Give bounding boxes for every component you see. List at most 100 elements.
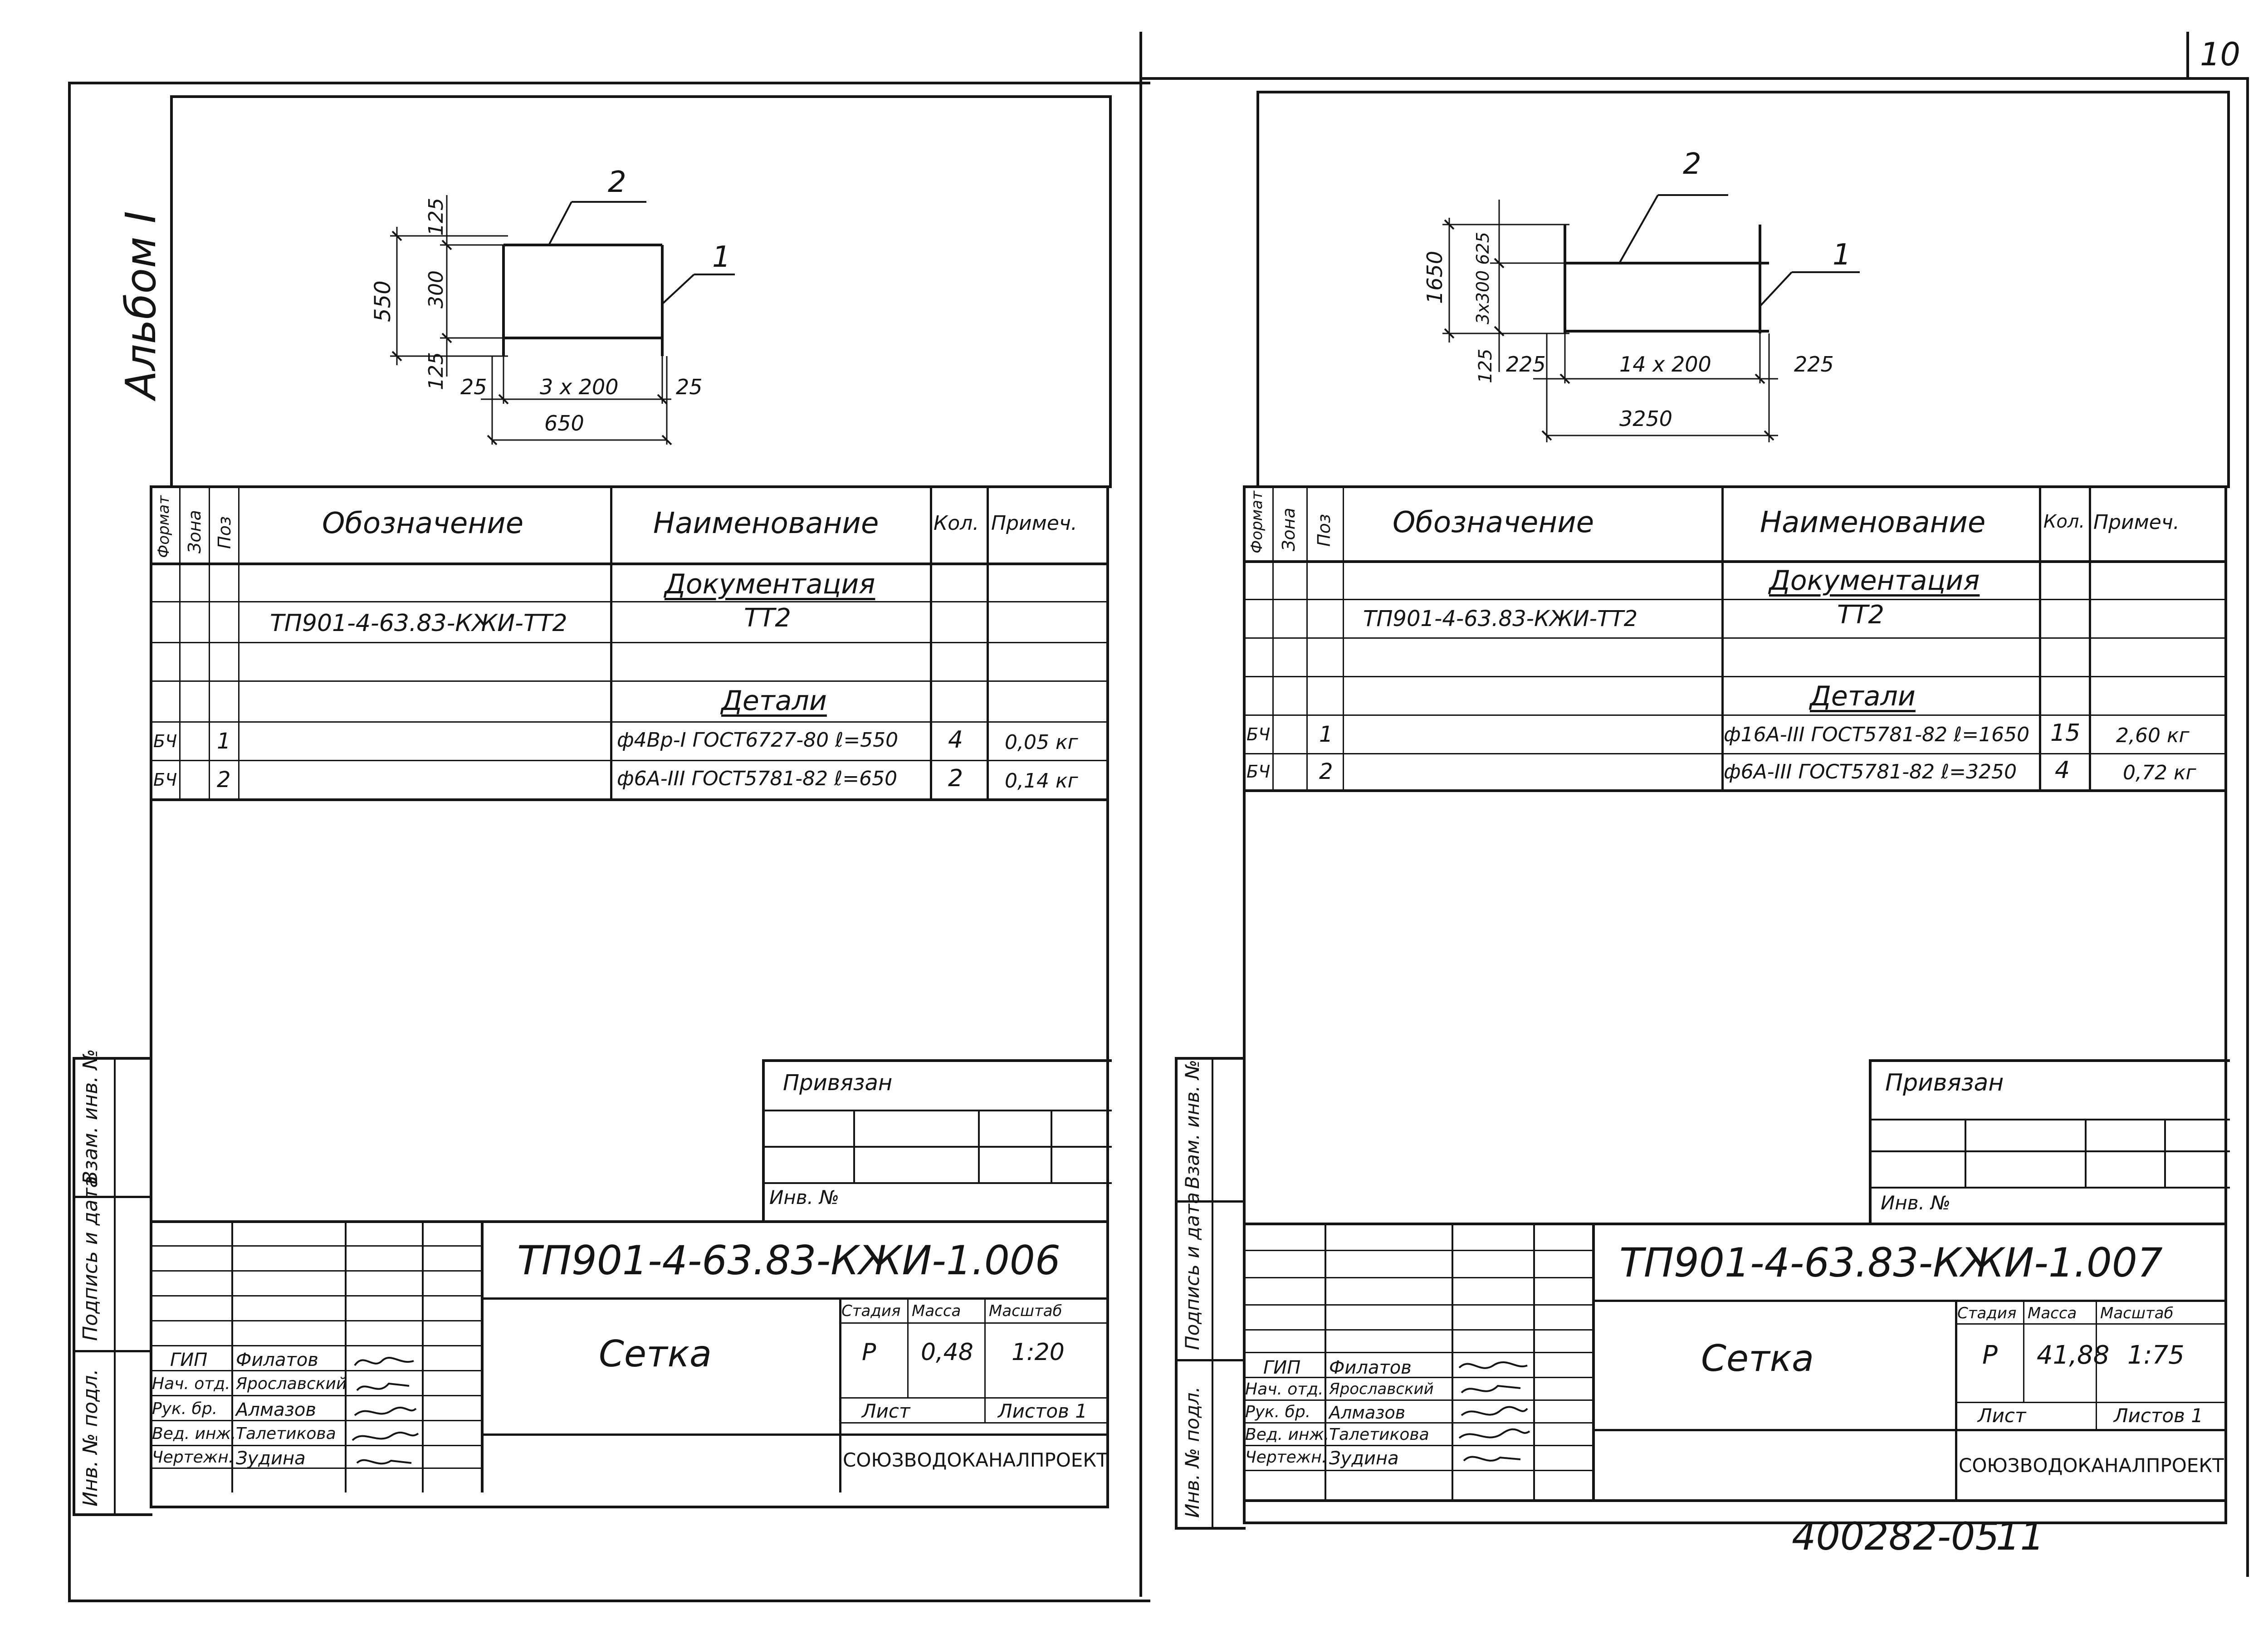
role-cherch-right: Чертежн. bbox=[1245, 1448, 1327, 1467]
side-inv: Инв. № подл. bbox=[79, 1369, 102, 1507]
dim-w-left: 25 bbox=[460, 375, 487, 399]
role-ved-right: Вед. инж. bbox=[1245, 1425, 1330, 1444]
row1-format: БЧ bbox=[153, 731, 177, 751]
inv-label-right: Инв. № bbox=[1881, 1192, 1951, 1214]
header-pos-right: Поз bbox=[1314, 514, 1334, 547]
dim-w-mid-right: 14 x 200 bbox=[1619, 352, 1711, 377]
role-nach: Нач. отд. bbox=[152, 1375, 230, 1393]
header-format-right: Формат bbox=[1248, 491, 1266, 553]
doc-code-right: ТП901-4-63.83-КЖИ-ТТ2 bbox=[1363, 606, 1638, 631]
row1-note-right: 2,60 кг bbox=[2116, 724, 2190, 747]
privyazan-label-right: Привязан bbox=[1885, 1069, 2004, 1096]
header-zone-right: Зона bbox=[1279, 508, 1299, 551]
header-qty-right: Кол. bbox=[2043, 511, 2085, 532]
dim-h-bot: 125 bbox=[425, 352, 448, 390]
role-nach-right: Нач. отд. bbox=[1245, 1380, 1324, 1399]
row2-qty-right: 4 bbox=[2055, 757, 2070, 784]
header-pos: Поз bbox=[215, 516, 235, 549]
row1-qty-right: 15 bbox=[2050, 719, 2081, 747]
dim-h-top-right: 3x300 625 bbox=[1473, 232, 1493, 324]
side-inv-right: Инв. № подл. bbox=[1181, 1386, 1203, 1518]
stage-header-right: Стадия bbox=[1957, 1304, 2017, 1322]
row2-qty: 2 bbox=[948, 765, 963, 792]
dim-h-total: 550 bbox=[370, 280, 396, 322]
dim-w-mid: 3 x 200 bbox=[540, 375, 619, 399]
person-5: Зудина bbox=[236, 1448, 306, 1469]
header-name: Наименование bbox=[653, 507, 879, 540]
header-format: Формат bbox=[155, 495, 173, 558]
dim-w-right: 25 bbox=[676, 375, 703, 399]
scale-header: Масштаб bbox=[989, 1302, 1062, 1320]
stage-header: Стадия bbox=[841, 1302, 901, 1320]
lead-1: 1 bbox=[712, 240, 731, 274]
mesh-drawing-right bbox=[1442, 194, 1860, 442]
header-note: Примеч. bbox=[991, 512, 1077, 535]
person-5-right: Зудина bbox=[1329, 1448, 1399, 1469]
row2-pos-right: 2 bbox=[1319, 759, 1333, 784]
header-note-right: Примеч. bbox=[2093, 511, 2180, 534]
drawing-title-right: Сетка bbox=[1701, 1337, 1814, 1380]
lead-2: 2 bbox=[608, 166, 626, 199]
row1-format-right: БЧ bbox=[1246, 724, 1271, 744]
sheets-header: Листов 1 bbox=[998, 1400, 1087, 1422]
title-block: ТП901-4-63.83-КЖИ-1.006 Сетка Стадия Мас… bbox=[150, 1220, 1109, 1508]
side-podpis-right: Подпись и дата bbox=[1181, 1192, 1203, 1350]
page-frame bbox=[68, 82, 1150, 1602]
scale-value: 1:20 bbox=[1012, 1339, 1065, 1366]
mass-header: Масса bbox=[912, 1302, 961, 1320]
person-2: Ярославский bbox=[236, 1375, 347, 1393]
header-designation-right: Обозначение bbox=[1393, 506, 1594, 539]
spec-table: Формат Зона Поз Обозначение Наименование… bbox=[150, 485, 1109, 848]
role-ved: Вед. инж. bbox=[152, 1424, 236, 1443]
drawing-code: ТП901-4-63.83-КЖИ-1.006 bbox=[517, 1237, 1061, 1284]
row1-qty: 4 bbox=[948, 726, 963, 753]
person-3-right: Алмазов bbox=[1329, 1403, 1406, 1423]
organization-right: СОЮЗВОДОКАНАЛПРОЕКТ bbox=[1959, 1454, 2224, 1477]
doc-code: ТП901-4-63.83-КЖИ-ТТ2 bbox=[270, 610, 567, 637]
side-strip: Взам. инв. № Подпись и дата Инв. № подл. bbox=[73, 1049, 152, 1516]
row2-name: ф6А-III ГОСТ5781-82 ℓ=650 bbox=[617, 767, 898, 790]
dim-h-top: 125 bbox=[425, 198, 448, 236]
stage-value-right: Р bbox=[1982, 1340, 1998, 1370]
page-number-box bbox=[2186, 32, 2248, 80]
side-strip-right: Взам. инв. № Подпись и дата Инв. № подл. bbox=[1175, 1057, 1246, 1530]
row2-pos: 2 bbox=[217, 767, 231, 793]
page-number: 10 bbox=[2200, 36, 2241, 73]
sheet-header-right: Лист bbox=[1978, 1404, 2026, 1427]
dim-h-bot-right: 125 bbox=[1475, 348, 1496, 383]
section-parts: Детали bbox=[721, 685, 827, 717]
person-1: Филатов bbox=[236, 1350, 318, 1370]
role-ruk: Рук. бр. bbox=[152, 1399, 218, 1418]
spec-table-right: Формат Зона Поз Обозначение Наименование… bbox=[1243, 485, 2227, 839]
header-qty: Кол. bbox=[934, 512, 979, 535]
row1-note: 0,05 кг bbox=[1005, 731, 1078, 754]
mass-header-right: Масса bbox=[2028, 1304, 2077, 1322]
inv-label: Инв. № bbox=[769, 1186, 840, 1208]
footer-page: 11 bbox=[1996, 1514, 2044, 1559]
doc-name-right: ТТ2 bbox=[1837, 600, 1885, 630]
mass-value-right: 41,88 bbox=[2037, 1340, 2110, 1370]
signatures-left bbox=[352, 1357, 419, 1465]
mesh-drawing bbox=[390, 195, 735, 445]
signatures-right bbox=[1458, 1361, 1530, 1462]
row2-format: БЧ bbox=[153, 770, 177, 790]
row2-note: 0,14 кг bbox=[1005, 769, 1078, 793]
sheet-right: 2 1 1650 3x300 625 125 225 14 x 200 225 … bbox=[1175, 91, 2230, 1530]
lead-2-right: 2 bbox=[1683, 147, 1701, 181]
stage-value: Р bbox=[862, 1339, 876, 1366]
row1-name: ф4Вр-I ГОСТ6727-80 ℓ=550 bbox=[617, 729, 899, 752]
scale-header-right: Масштаб bbox=[2100, 1304, 2174, 1322]
doc-name: ТТ2 bbox=[744, 603, 792, 633]
section-documentation: Документация bbox=[665, 568, 875, 600]
row2-note-right: 0,72 кг bbox=[2123, 761, 2196, 784]
mass-value: 0,48 bbox=[921, 1339, 973, 1366]
right-frame bbox=[1139, 77, 2249, 1577]
lead-1-right: 1 bbox=[1833, 238, 1851, 272]
dim-w-total: 650 bbox=[544, 411, 584, 435]
section-documentation-right: Документация bbox=[1769, 565, 1980, 597]
privyazan-block: Привязан Инв. № bbox=[762, 1059, 1112, 1223]
drawing-title: Сетка bbox=[599, 1333, 712, 1375]
dim-h-total-right: 1650 bbox=[1422, 250, 1447, 304]
drawing-code-right: ТП901-4-63.83-КЖИ-1.007 bbox=[1619, 1239, 2163, 1286]
person-1-right: Филатов bbox=[1329, 1357, 1412, 1378]
